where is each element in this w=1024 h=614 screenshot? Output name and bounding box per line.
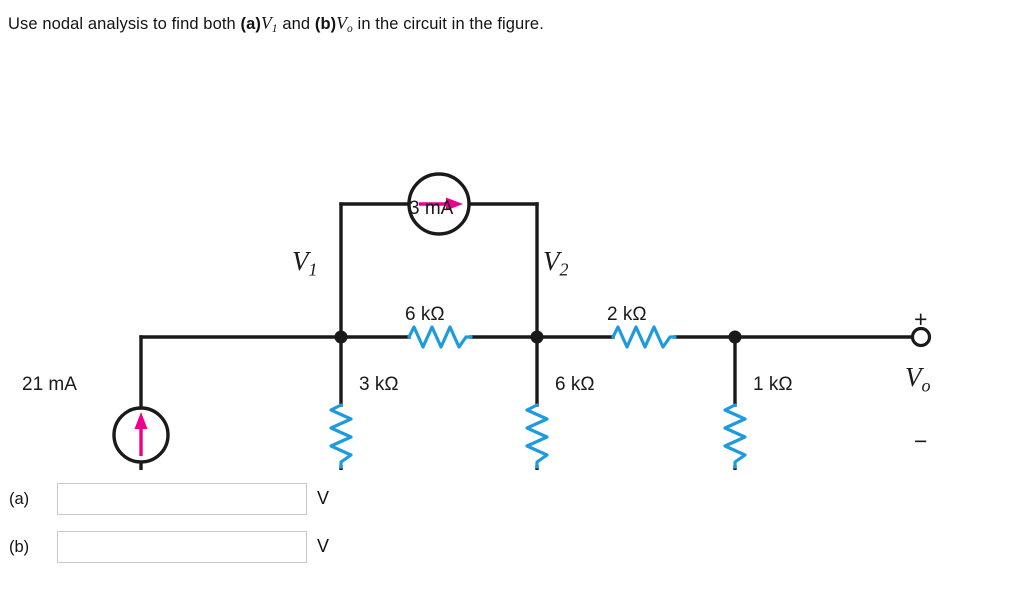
current-source-symbols [112, 172, 471, 464]
prompt-var-b-subscript: o [347, 23, 353, 36]
output-voltage-label: Vo [905, 362, 931, 396]
output-polarity-plus: + [914, 306, 928, 332]
output-polarity-minus: − [914, 428, 928, 454]
answer-row-a: (a) V [0, 480, 1024, 528]
node-label-v2-subscript: 2 [559, 259, 569, 280]
label-resistor-6k-series: 6 kΩ [405, 304, 445, 325]
circuit-schematic-svg [112, 172, 932, 470]
answer-label-b: (b) [9, 538, 30, 556]
resistor-3k-shunt-zigzag [329, 403, 353, 469]
label-resistor-2k-series: 2 kΩ [607, 304, 647, 325]
prompt-part-b-tag: (b) [314, 15, 337, 33]
label-current-source-3ma: 3 mA [409, 198, 454, 219]
output-terminal-positive [910, 326, 932, 348]
label-resistor-1k-shunt: 1 kΩ [753, 374, 793, 395]
label-resistor-3k-shunt: 3 kΩ [359, 374, 399, 395]
label-resistor-6k-shunt: 6 kΩ [555, 374, 595, 395]
junction-dots [334, 330, 742, 344]
node-label-v1-text: V [292, 246, 309, 276]
node-label-v1: V1 [292, 246, 318, 280]
prompt-conjunction: and [277, 15, 315, 33]
prompt-tail-text: in the circuit in the figure. [352, 15, 544, 33]
label-current-source-21ma: 21 mA [22, 374, 77, 395]
resistor-symbols [329, 325, 747, 469]
circuit-wires [139, 202, 923, 470]
current-source-21ma-arrow-head [134, 412, 148, 429]
prompt-var-b: V [336, 13, 348, 33]
resistor-1k-shunt-zigzag [723, 403, 747, 469]
prompt-lead-text: Use nodal analysis to find both [8, 15, 241, 33]
answer-section: (a) V (b) V [0, 480, 1024, 576]
answer-unit-b: V [317, 536, 330, 556]
page-title: Use nodal analysis to find both (a)V1 an… [8, 13, 544, 35]
answer-input-b[interactable] [57, 531, 307, 563]
resistor-6k-series-zigzag [407, 325, 473, 349]
output-voltage-label-text: V [905, 362, 922, 392]
answer-input-a[interactable] [57, 483, 307, 515]
circuit-diagram: 21 mA 3 mA 6 kΩ 2 kΩ 3 kΩ 6 kΩ 1 kΩ V1 V… [0, 50, 1024, 470]
prompt-part-a-tag: (a) [240, 15, 261, 33]
output-terminals [910, 326, 932, 348]
junction-dot-v2-top [530, 330, 544, 344]
junction-dot-out-top [728, 330, 742, 344]
node-label-v1-subscript: 1 [308, 259, 318, 280]
answer-unit-a: V [317, 488, 330, 508]
resistor-6k-shunt-zigzag [525, 403, 549, 469]
prompt-var-a: V [260, 13, 272, 33]
prompt-var-a-subscript: 1 [271, 23, 278, 36]
node-label-v2-text: V [543, 246, 560, 276]
answer-label-a: (a) [9, 490, 30, 508]
node-label-v2: V2 [543, 246, 569, 280]
output-voltage-label-subscript: o [921, 375, 931, 396]
answer-row-b: (b) V [0, 528, 1024, 576]
resistor-2k-series-zigzag [611, 325, 677, 349]
junction-dot-v1-top [334, 330, 348, 344]
current-source-3ma-arrow-head [446, 197, 463, 211]
